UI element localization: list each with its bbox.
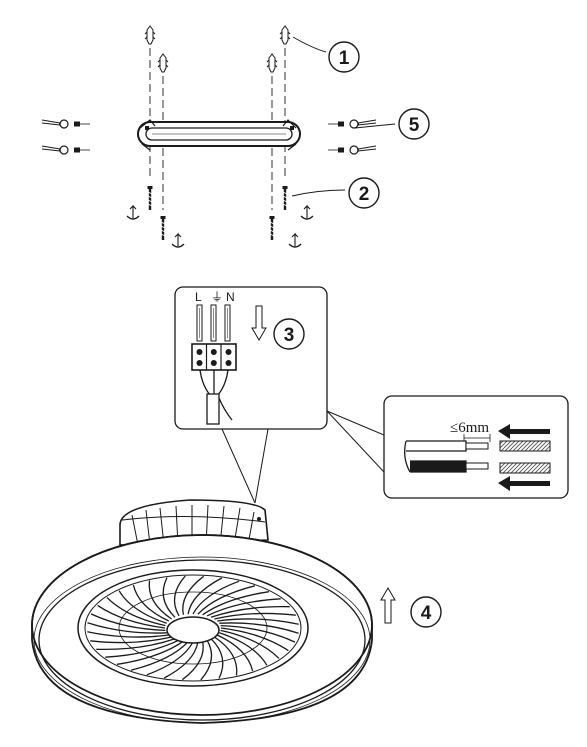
grille-spoke [97,604,166,629]
hook-icon [171,233,185,248]
grille-spoke [90,636,172,644]
wall-anchor-icon [157,53,169,73]
ceiling-fan [31,499,373,724]
grille-spoke [132,584,170,622]
grille-spoke [182,575,205,615]
grille-spoke [106,597,166,627]
hook-icon [300,205,314,220]
neutral-label: N [226,290,235,304]
stripped-wire-bottom [410,460,489,473]
step-1-badge [328,41,360,73]
cable-sheath [206,393,220,425]
grille-spoke [206,598,281,617]
hook-icon [288,233,302,248]
wiring-inset: L ⏚ N [174,286,328,504]
earth-icon: ⏚ [211,290,223,304]
grille-spoke [200,639,213,681]
grille-spoke [148,580,172,620]
grille-spoke [217,618,299,625]
wall-anchor-icon [144,25,156,45]
side-bolt-icon [327,145,377,155]
mounting-section: 1 5 2 [41,25,430,248]
grille-spoke [96,638,176,651]
grille-spoke [214,612,296,620]
grille-spoke [146,641,194,676]
step-3-badge [273,318,305,350]
fan-light-center [166,616,220,644]
arrow-down-icon [251,305,267,341]
hook-icon [126,205,140,220]
grille-spoke [210,638,224,679]
grille-spoke [105,639,180,658]
grille-spoke [116,640,184,665]
grille-spoke [130,641,189,671]
step-5-badge [398,108,430,140]
step-1-label: 1 [339,48,350,69]
wall-anchor-icon [279,25,291,45]
grille-spoke [187,577,223,615]
screw-icon [268,214,276,242]
screw-icon [281,184,289,212]
grille-spoke [192,580,240,615]
insulation-sleeve [499,440,551,452]
strip-length-label: ≤6mm [450,420,489,436]
grille-spoke [90,613,166,632]
grille-spoke [219,632,268,666]
wire-strip-inset: ≤6mm [326,395,569,499]
step-4-badge [410,596,442,628]
step-2-label: 2 [359,184,370,205]
grille-spoke [181,641,204,681]
step-2-badge [348,177,380,209]
screw-icon [146,184,154,212]
arrow-left-icon [498,476,550,491]
arrow-up-icon [380,587,396,624]
grille-spoke [219,622,299,634]
step-3-label: 3 [284,325,295,346]
grille-spoke [118,590,167,624]
grille-spoke [163,641,199,679]
grille-spoke [87,631,169,638]
screw-icon [159,214,167,242]
grille-spoke [214,636,238,676]
insulation-sleeve [499,462,551,474]
terminal-block [191,343,237,371]
grille-spoke [162,577,176,618]
grille-spoke [197,585,256,615]
grille-spoke [173,575,186,617]
step-5-label: 5 [409,115,420,136]
step-4-label: 4 [421,603,432,624]
grille-spoke [210,605,290,618]
side-bolt-icon [41,145,91,155]
stripped-wire-top [406,440,489,452]
fan-wires [199,369,233,421]
grille-spoke [220,629,280,659]
grille-spoke [216,634,254,672]
grille-spoke [87,622,167,634]
grille-spoke [220,624,296,643]
side-bolt-icon [41,119,91,129]
grille-spoke [220,627,289,652]
fan-grille-spokes [87,575,299,681]
wall-anchor-icon [266,53,278,73]
live-label: L [195,290,202,304]
arrow-left-icon [498,424,550,439]
mounting-bracket [137,119,301,151]
supply-wires [196,304,231,342]
grille-spoke [202,591,270,616]
